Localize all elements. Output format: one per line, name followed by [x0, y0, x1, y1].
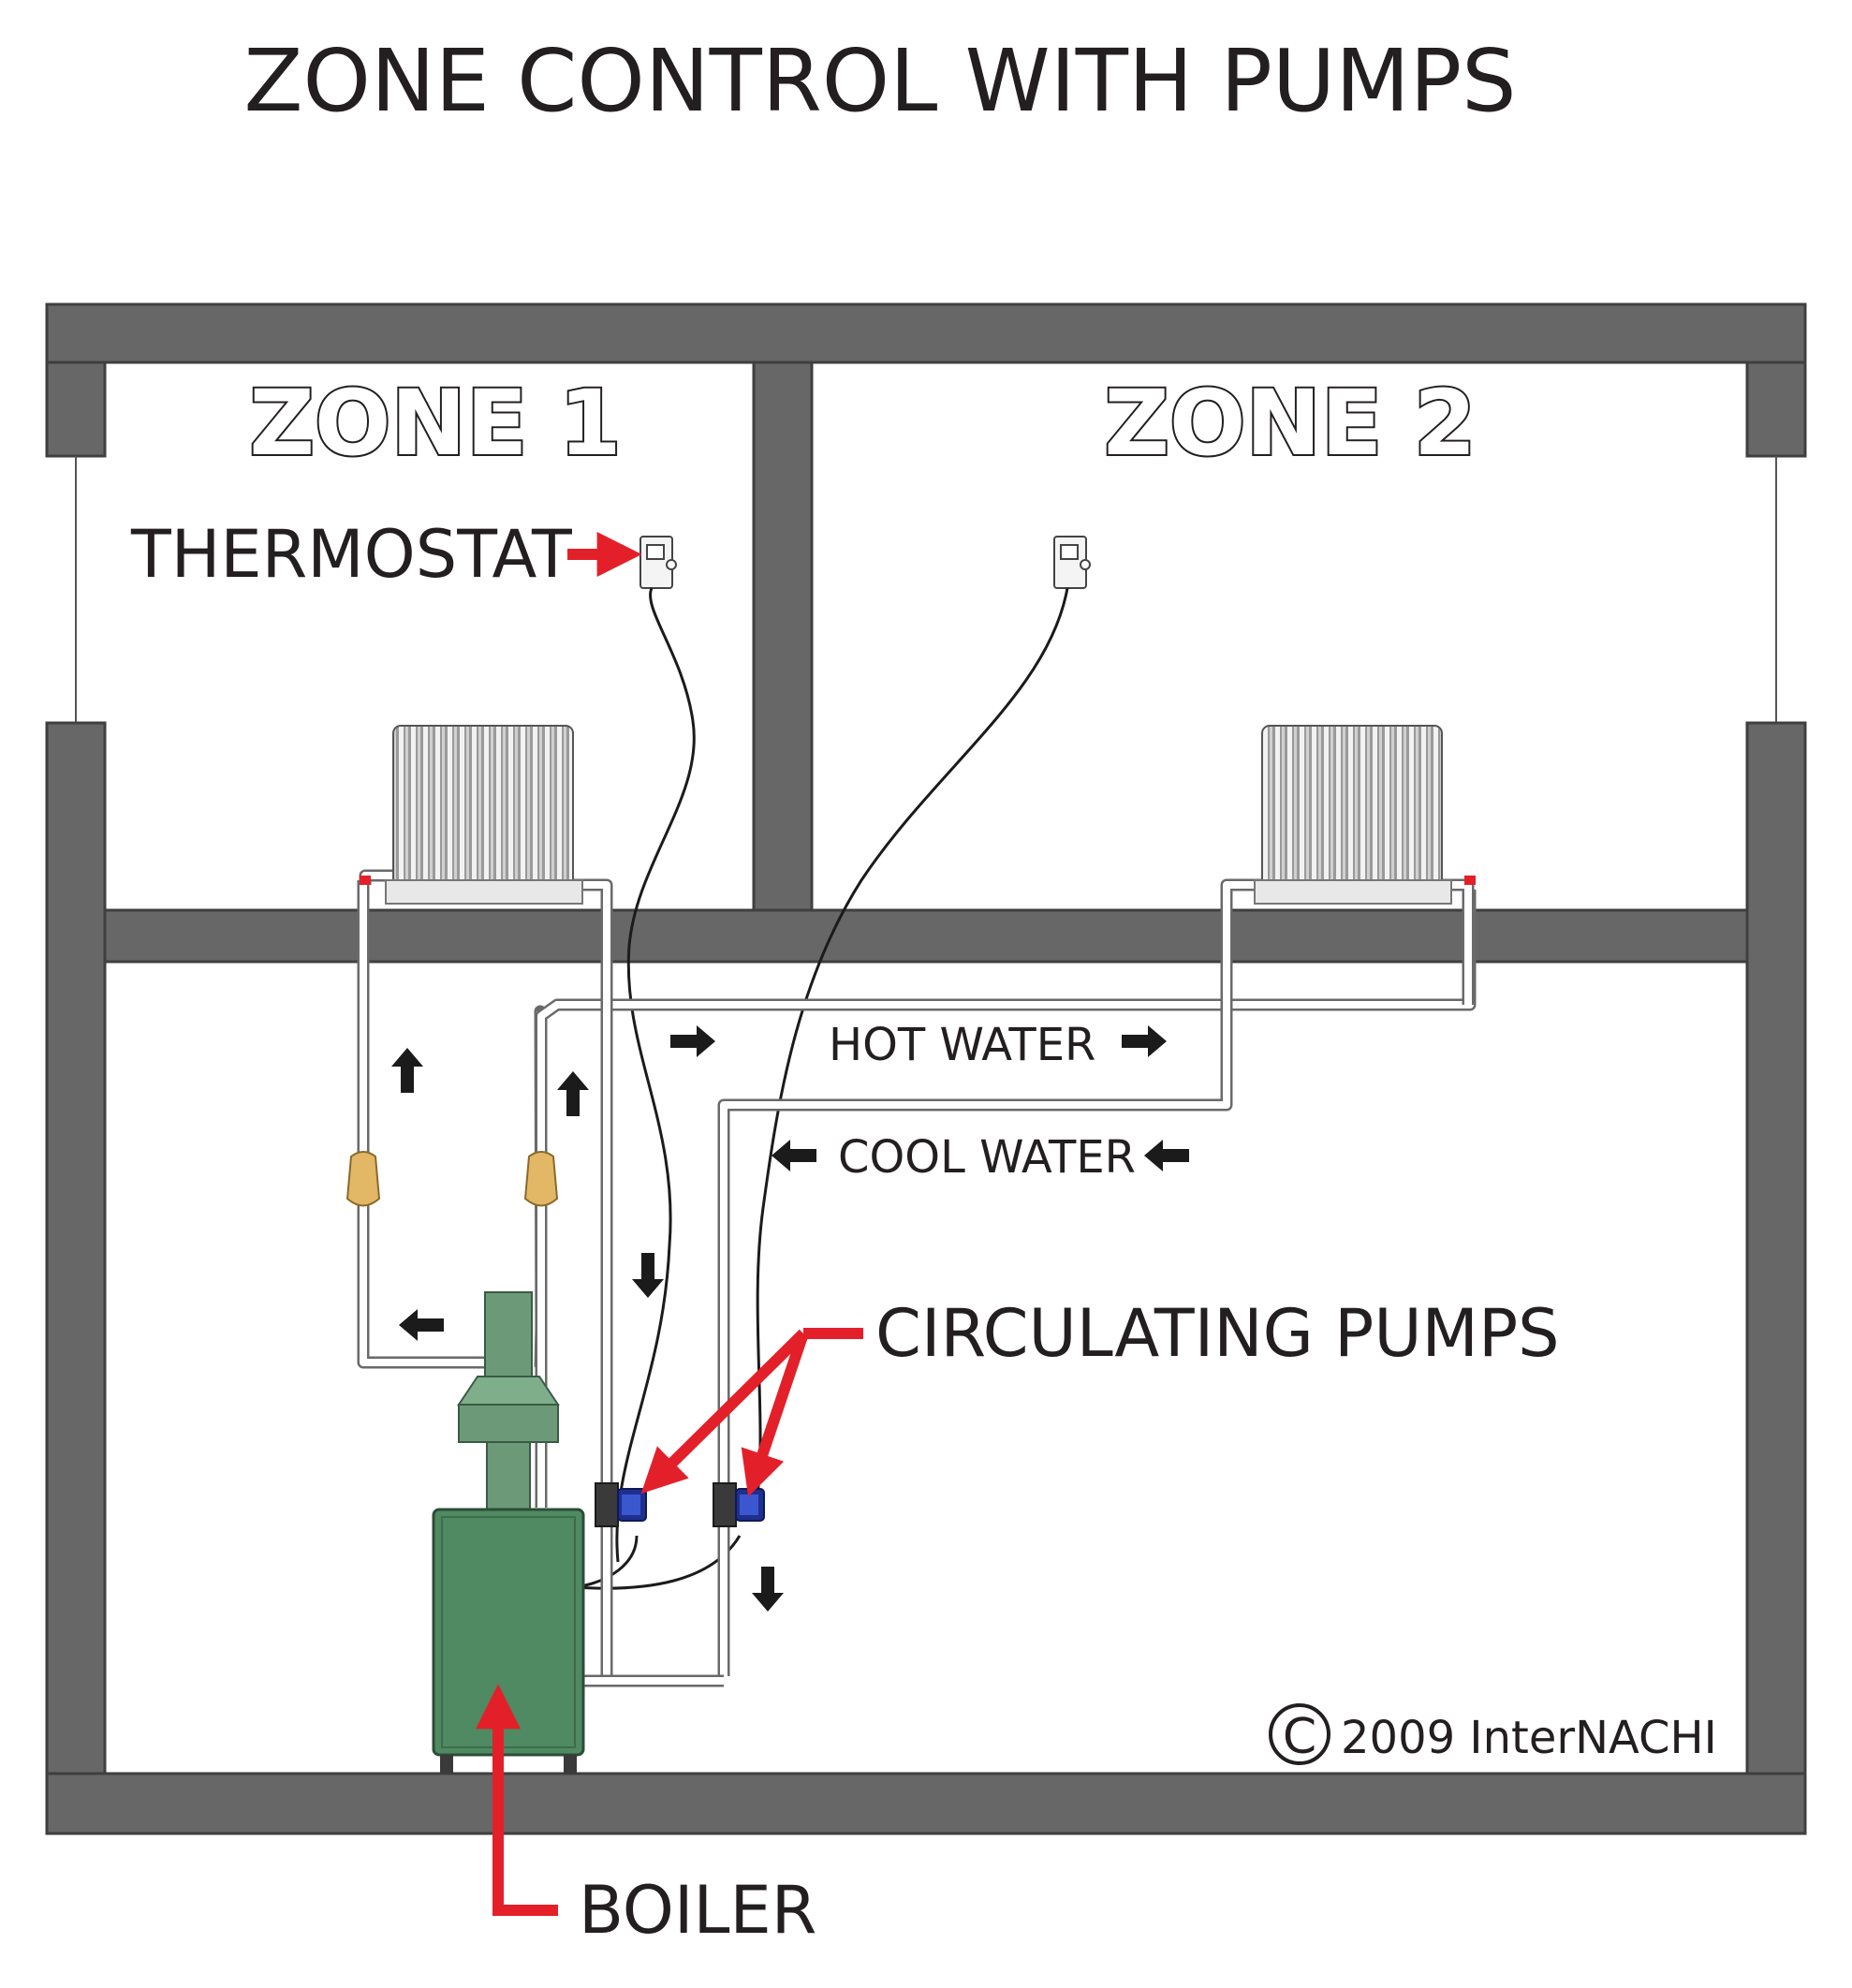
boiler-riser-pipe	[535, 890, 1477, 1508]
page-title: ZONE CONTROL WITH PUMPS	[244, 31, 1517, 131]
hot-water-label: HOT WATER	[829, 1019, 1095, 1071]
copyright-symbol: C	[1283, 1709, 1316, 1765]
arrow-right-hot-water-2	[1122, 1025, 1167, 1057]
circulating-pump-zone-2	[713, 1482, 765, 1527]
arrow-down-zone-1-supply	[632, 1253, 664, 1298]
arrow-left-zone-1-return	[399, 1309, 444, 1341]
boiler-body	[432, 1508, 585, 1757]
copyright-notice: C 2009 InterNACHI	[1269, 1703, 1717, 1765]
arrow-down-zone-2-return	[752, 1567, 784, 1612]
upper-floor	[103, 908, 1749, 964]
arrow-left-cool-water-1	[772, 1140, 816, 1171]
thermostat-1-wire	[615, 587, 696, 1563]
radiator-zone-1	[360, 725, 583, 905]
piping	[357, 869, 1477, 1687]
arrow-right-hot-water-1	[670, 1025, 715, 1057]
pump-2-pointer	[741, 1332, 809, 1497]
circulating-pump-zone-1	[595, 1482, 647, 1527]
thermostat-zone-2	[1053, 536, 1091, 589]
boiler	[432, 1291, 585, 1774]
thermostat-2-wire	[755, 587, 1069, 1504]
center-partition	[752, 361, 814, 912]
boiler-draft-hood	[458, 1404, 559, 1443]
boiler-vent	[486, 1441, 531, 1513]
right-lower-wall	[1745, 721, 1807, 1775]
return-valve-boiler-side	[523, 1151, 559, 1207]
left-upper-wall	[45, 361, 107, 458]
arrow-left-cool-water-2	[1144, 1140, 1189, 1171]
thermostat-zone-1	[639, 536, 677, 589]
zone-1-label: ZONE 1	[249, 371, 621, 476]
right-upper-wall	[1745, 361, 1807, 458]
thermostat-label: THERMOSTAT	[130, 516, 572, 593]
zone-2-label: ZONE 2	[1104, 371, 1476, 476]
boiler-flue	[484, 1291, 533, 1377]
return-valve-zone-1	[345, 1151, 381, 1207]
copyright-circle	[1269, 1703, 1330, 1765]
pump-wire-1	[574, 1535, 639, 1589]
arrow-up-boiler-supply	[557, 1071, 589, 1116]
roof	[45, 302, 1807, 364]
circulating-pumps-label: CIRCULATING PUMPS	[875, 1295, 1560, 1372]
arrow-up-zone-1-return	[391, 1048, 423, 1093]
radiator-zone-2	[1254, 725, 1476, 905]
cool-water-label: COOL WATER	[838, 1131, 1136, 1184]
pump-1-pointer	[640, 1329, 808, 1495]
boiler-label: BOILER	[579, 1872, 816, 1949]
boiler-pointer	[476, 1684, 558, 1916]
left-lower-wall	[45, 721, 107, 1775]
copyright-text: 2009 InterNACHI	[1341, 1712, 1717, 1764]
ground-floor	[45, 1772, 1807, 1835]
